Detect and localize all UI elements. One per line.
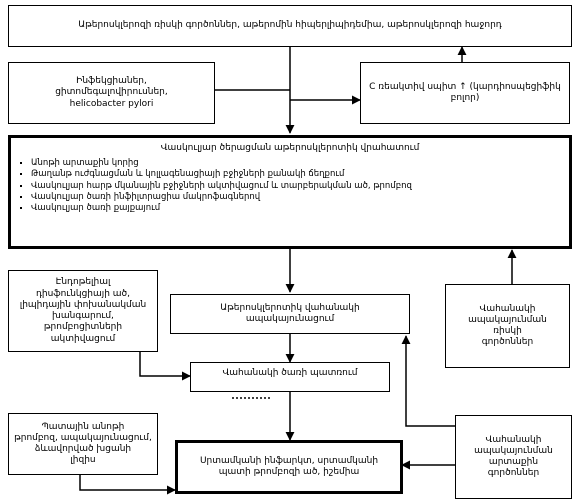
rupture-box-text: Վահանակի ծառի պատռում — [222, 368, 358, 378]
vasc-risk-box: Վահանակի ապակայունման ռիսկի գործոններ — [445, 284, 570, 368]
bottom-center-box-text: Սրտամկանի ինֆարկտ, սրտամկանի պատի թրոմբո… — [199, 455, 379, 477]
top-box-text: Աթերոսկլերոզի ռիսկի գործոններ, աթերոմին … — [78, 20, 502, 31]
central-item: Թաղանթ ուժգնացման և կոլլագենացիայի բջիջն… — [31, 169, 561, 180]
rupture-box: Վահանակի ծառի պատռում — [190, 362, 390, 392]
bottom-left-box-text: Պատային անոթի թրոմբոզ, ապակայունացում, ձ… — [14, 421, 152, 466]
bottom-left-box: Պատային անոթի թրոմբոզ, ապակայունացում, ձ… — [8, 413, 158, 475]
central-item: Վասկուլյար ծառի քայքայում — [31, 203, 561, 214]
crp-box-text: C ռեակտիվ սպիտ ↑ (կարդիոսպեցիֆիկ բոլոր) — [369, 81, 561, 103]
central-box-list: Անոթի արտաքին կորից Թաղանթ ուժգնացման և … — [19, 158, 561, 214]
central-box: Վասկուլյար ծերացման աթերոսկլերոտիկ վրահա… — [8, 135, 572, 249]
infection-box: Ինֆեկցիաներ, ցիտոմեգալովիրուսներ, helico… — [8, 62, 215, 124]
central-item: Անոթի արտաքին կորից — [31, 158, 561, 169]
central-item: Վասկուլյար ծառի ինֆիլտրացիա մակրոֆագներո… — [31, 192, 561, 203]
infection-box-text: Ինֆեկցիաներ, ցիտոմեգալովիրուսներ, helico… — [55, 76, 168, 109]
top-box: Աթերոսկլերոզի ռիսկի գործոններ, աթերոմին … — [8, 5, 572, 47]
central-item: Վասկուլյար հարթ մկանային բջիջների ակտիվա… — [31, 181, 561, 192]
ath-vasc-box-text: Աթերոսկլերոտիկ վահանակի ապակայունացում — [220, 302, 360, 324]
central-box-title: Վասկուլյար ծերացման աթերոսկլերոտիկ վրահա… — [160, 143, 420, 153]
bottom-right-box: Վահանակի ապակայունման արտաքին գործոններ — [455, 415, 572, 499]
bottom-right-box-text: Վահանակի ապակայունման արտաքին գործոններ — [474, 434, 553, 479]
crp-box: C ռեակտիվ սպիտ ↑ (կարդիոսպեցիֆիկ բոլոր) — [360, 62, 570, 124]
bottom-center-box: Սրտամկանի ինֆարկտ, սրտամկանի պատի թրոմբո… — [175, 440, 403, 494]
ath-vasc-box: Աթերոսկլերոտիկ վահանակի ապակայունացում — [170, 294, 410, 334]
vasc-risk-box-text: Վահանակի ապակայունման ռիսկի գործոններ — [468, 303, 547, 348]
left-mid-box-text: Էնդոթելիալ դիսֆունկցիայի ած, լիպիդային փ… — [19, 277, 147, 344]
left-mid-box: Էնդոթելիալ դիսֆունկցիայի ած, լիպիդային փ… — [8, 270, 158, 352]
